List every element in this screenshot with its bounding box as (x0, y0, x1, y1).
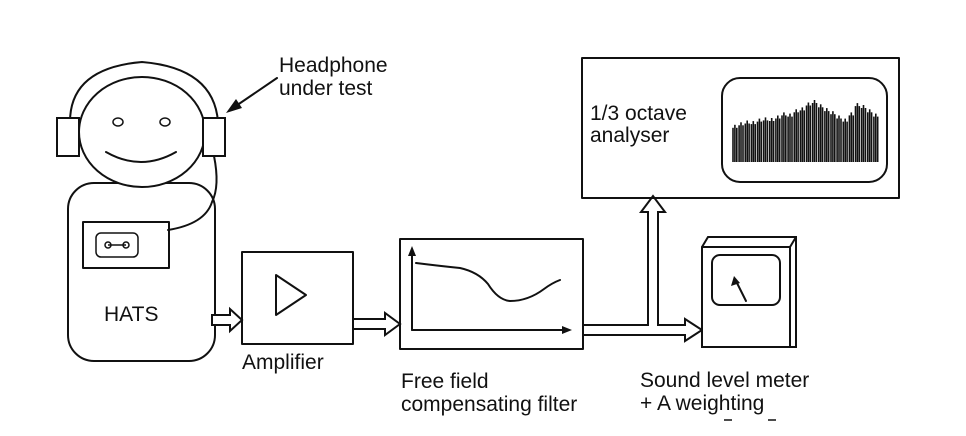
analyser-box (581, 57, 900, 199)
headphone-cable (167, 155, 218, 231)
cassette-window (95, 232, 139, 258)
amplifier-triangle-icon (275, 274, 307, 316)
analyser-label-line1: 1/3 octave (590, 102, 687, 125)
meter-label-line2: + A weighting (640, 392, 765, 415)
analyser-label-line2: analyser (590, 124, 670, 147)
headphone-right-cup (202, 117, 226, 157)
cassette-player (82, 221, 170, 269)
meter-label-line1: Sound level meter (640, 369, 810, 392)
hats-left-eye (112, 117, 124, 127)
hats-torso (67, 182, 216, 362)
analyser-block (581, 57, 900, 199)
arrow-branch-to-analyser (639, 194, 667, 325)
arrow-hats-to-amplifier (211, 306, 244, 334)
amplifier-label: Amplifier (242, 351, 324, 374)
filter-label-line2: compensating filter (401, 393, 578, 416)
meter-needle (735, 280, 747, 302)
filter-response-curve (415, 262, 561, 302)
meter-display (711, 254, 781, 306)
headphone-band (69, 61, 219, 123)
headphone-label-line1: Headphone (279, 54, 388, 77)
hats-head (78, 76, 206, 188)
headphone-label-line2: under test (279, 77, 373, 100)
arrow-filter-to-meter (582, 194, 704, 343)
headphone-left-cup (56, 117, 80, 157)
filter-label-line1: Free field (401, 370, 489, 393)
meter-body (701, 236, 797, 348)
hats-right-eye (159, 117, 171, 127)
hats-label: HATS (104, 303, 159, 326)
hats-mouth (105, 151, 177, 163)
arrow-amplifier-to-filter (352, 311, 402, 337)
filter-block (399, 238, 584, 350)
headphone-pointer-arrow (226, 77, 278, 113)
meter-block (701, 236, 797, 348)
analyser-spectrum (732, 100, 879, 162)
analyser-display (721, 77, 888, 183)
hats-figure (56, 61, 226, 362)
filter-box (399, 238, 584, 350)
amplifier-block (241, 251, 354, 345)
amplifier-box (241, 251, 354, 345)
